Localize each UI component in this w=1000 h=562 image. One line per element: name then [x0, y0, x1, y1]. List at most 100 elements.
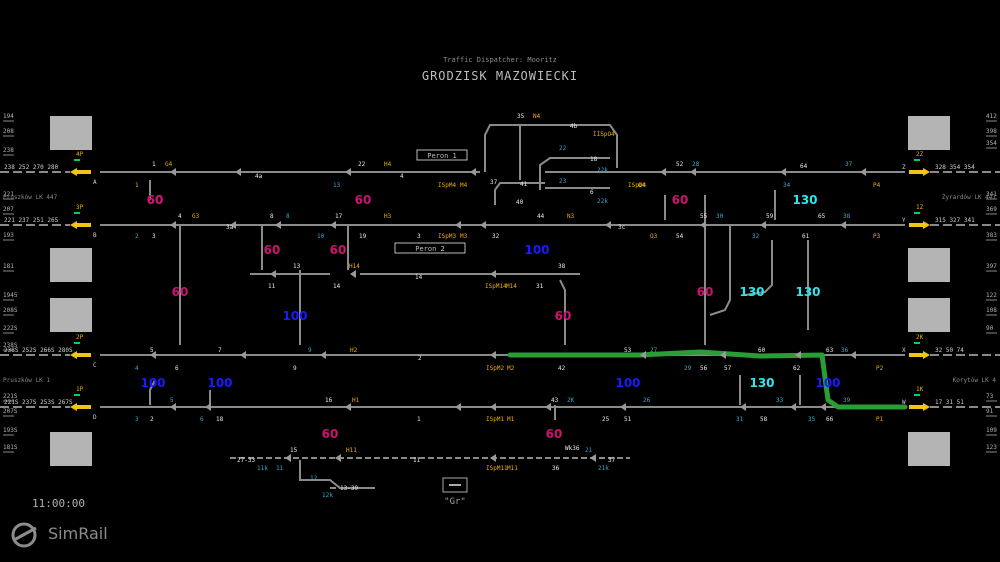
- entry-letter: D: [93, 414, 97, 421]
- track-label: 40: [516, 199, 524, 206]
- entry-signal-arrow[interactable]: [70, 168, 77, 176]
- switch-marker[interactable]: [170, 221, 176, 229]
- platform-2: [394, 242, 466, 254]
- switch-marker[interactable]: [860, 168, 866, 176]
- track-label: 35: [808, 416, 816, 423]
- track-label: G3: [192, 213, 200, 220]
- switch-marker[interactable]: [850, 351, 856, 359]
- switch-marker[interactable]: [490, 454, 496, 462]
- speed-limit-label: 100: [815, 376, 840, 390]
- entry-signal-arrow[interactable]: [923, 168, 930, 176]
- switch-marker[interactable]: [170, 168, 176, 176]
- track-label: 16: [325, 397, 333, 404]
- right-block-number: 398: [986, 128, 997, 135]
- track-segment: [494, 182, 545, 205]
- entry-signal-bar[interactable]: [77, 405, 91, 409]
- track-label: O4: [638, 182, 646, 189]
- speed-limit-label: 100: [615, 376, 640, 390]
- entry-signal-name: 4P: [76, 151, 84, 158]
- track-label: 11: [413, 457, 421, 464]
- right-entry-blocks: 328 354 354: [935, 164, 975, 171]
- track-label: 37: [490, 179, 498, 186]
- track-layout: [0, 120, 1000, 493]
- switch-marker[interactable]: [275, 221, 281, 229]
- switch-marker[interactable]: [660, 168, 666, 176]
- speed-limit-label: 130: [749, 376, 774, 390]
- entry-signal-arrow[interactable]: [70, 403, 77, 411]
- track-label: M3: [460, 233, 468, 240]
- entry-signal-bar[interactable]: [909, 405, 923, 409]
- switch-marker[interactable]: [235, 168, 241, 176]
- switch-marker[interactable]: [700, 221, 706, 229]
- signal-indicator: [74, 394, 80, 396]
- switch-marker[interactable]: [545, 403, 551, 411]
- switch-marker[interactable]: [455, 221, 461, 229]
- track-label: O3: [650, 233, 658, 240]
- signal-indicator: [914, 212, 920, 214]
- switch-marker[interactable]: [345, 168, 351, 176]
- switch-marker[interactable]: [270, 270, 276, 278]
- platform-1-label: Peron 1: [427, 152, 457, 160]
- track-label: ISpM2: [486, 365, 504, 372]
- track-label: 23: [559, 178, 567, 185]
- entry-signal-arrow[interactable]: [923, 403, 930, 411]
- track-label: P4: [873, 182, 881, 189]
- track-label: N4: [533, 113, 541, 120]
- switch-marker[interactable]: [780, 168, 786, 176]
- entry-signal-bar[interactable]: [909, 170, 923, 174]
- switch-marker[interactable]: [490, 403, 496, 411]
- switch-marker[interactable]: [840, 221, 846, 229]
- gray-block-box: [50, 248, 92, 282]
- entry-signal-bar[interactable]: [909, 223, 923, 227]
- switch-marker[interactable]: [205, 403, 211, 411]
- switch-marker[interactable]: [230, 221, 236, 229]
- track-label: 53: [624, 347, 632, 354]
- switch-marker[interactable]: [620, 403, 626, 411]
- switch-marker[interactable]: [740, 403, 746, 411]
- switch-marker[interactable]: [605, 221, 611, 229]
- left-block-number: 181: [3, 263, 14, 270]
- switch-marker[interactable]: [640, 351, 646, 359]
- switch-marker[interactable]: [335, 454, 341, 462]
- entry-signal-bar[interactable]: [77, 170, 91, 174]
- left-block-number: 221: [3, 191, 14, 198]
- switch-marker[interactable]: [480, 221, 486, 229]
- entry-signal-arrow[interactable]: [923, 351, 930, 359]
- entry-signal-name: 2Z: [916, 151, 924, 158]
- track-label: 22: [358, 161, 366, 168]
- right-entry-blocks: 315 327 341: [935, 217, 975, 224]
- switch-marker[interactable]: [150, 351, 156, 359]
- switch-marker[interactable]: [690, 168, 696, 176]
- switch-marker[interactable]: [820, 403, 826, 411]
- entry-signal-arrow[interactable]: [70, 221, 77, 229]
- switch-marker[interactable]: [345, 403, 351, 411]
- switch-marker[interactable]: [330, 221, 336, 229]
- switch-marker[interactable]: [790, 403, 796, 411]
- switch-marker[interactable]: [470, 168, 476, 176]
- switch-marker[interactable]: [590, 454, 596, 462]
- switch-marker[interactable]: [240, 351, 246, 359]
- gr-label: "Gr": [444, 497, 466, 507]
- switch-marker[interactable]: [170, 403, 176, 411]
- track-label: 54: [676, 233, 684, 240]
- signals-and-switches[interactable]: [70, 159, 930, 462]
- switch-marker[interactable]: [490, 270, 496, 278]
- switch-marker[interactable]: [455, 403, 461, 411]
- switch-marker[interactable]: [720, 351, 726, 359]
- track-label: M14: [506, 283, 517, 290]
- left-block-number: 207S: [3, 408, 18, 415]
- entry-signal-arrow[interactable]: [70, 351, 77, 359]
- entry-signal-name: 2K: [916, 334, 924, 341]
- switch-marker[interactable]: [285, 454, 291, 462]
- entry-signal-arrow[interactable]: [923, 221, 930, 229]
- switch-marker[interactable]: [320, 351, 326, 359]
- entry-signal-bar[interactable]: [77, 223, 91, 227]
- switch-marker[interactable]: [760, 221, 766, 229]
- entry-signal-bar[interactable]: [77, 353, 91, 357]
- switch-marker[interactable]: [350, 270, 356, 278]
- switch-marker[interactable]: [795, 351, 801, 359]
- entry-signal-bar[interactable]: [909, 353, 923, 357]
- switch-marker[interactable]: [490, 351, 496, 359]
- signal-indicator: [74, 342, 80, 344]
- signal-indicator: [74, 159, 80, 161]
